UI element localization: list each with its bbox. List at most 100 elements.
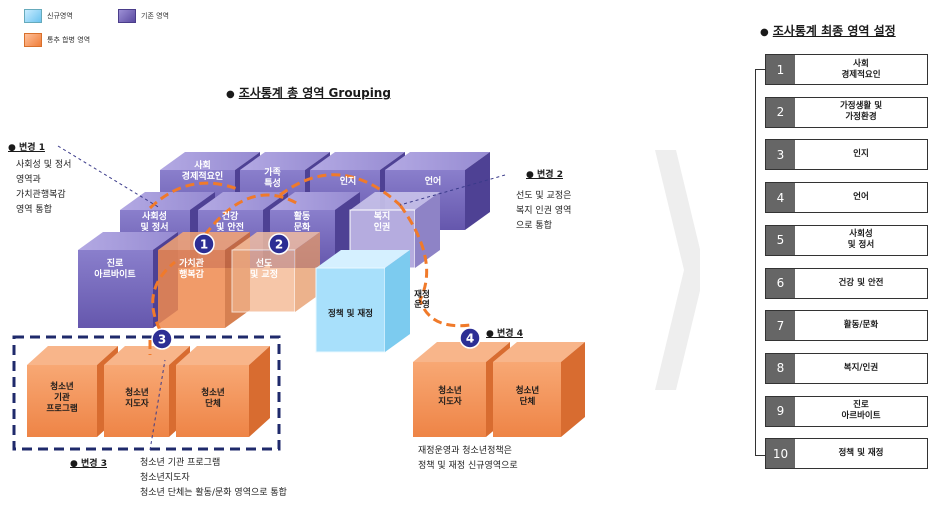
marker-label: 2 xyxy=(275,238,283,252)
right-title-text: 조사통계 최종 영역 설정 xyxy=(772,24,896,38)
final-area-number: 9 xyxy=(766,396,795,426)
marker-label: 1 xyxy=(200,238,208,252)
final-area-label: 복지/인권 xyxy=(843,362,879,373)
final-area-number: 4 xyxy=(766,183,795,213)
center-box-label: 조사 영역 xyxy=(708,238,748,272)
final-area-label: 건강 및 안전 xyxy=(838,277,884,288)
cube-label: 청소년 단체 xyxy=(201,388,225,409)
final-area-number: 3 xyxy=(766,140,795,170)
change1-title-text: 변경 1 xyxy=(19,143,45,153)
final-area-row: 1 사회 경제적요인 xyxy=(765,54,928,85)
final-area-label: 진로 아르바이트 xyxy=(841,400,881,422)
legend-swatch-merged xyxy=(24,33,42,47)
final-area-row: 10 정책 및 재정 xyxy=(765,438,928,470)
flow-arrows xyxy=(148,173,471,355)
final-area-row: 5 사회성 및 정서 xyxy=(765,224,928,256)
new-cube xyxy=(315,250,410,353)
cube-label: 건강 및 안전 xyxy=(216,212,244,233)
change2-title: ● 변경 2 xyxy=(526,170,563,180)
change3-text: 청소년 기관 프로그램 청소년지도자 청소년 단체는 활동/문화 영역으로 통합 xyxy=(140,456,287,501)
change1-line: 사회성 및 정서 xyxy=(16,160,72,170)
final-area-number: 7 xyxy=(766,311,795,341)
final-area-row: 7 활동/문화 xyxy=(765,310,928,342)
legend-existing: 기존 영역 xyxy=(118,9,169,23)
final-area-number: 5 xyxy=(766,225,795,255)
change1-text: 사회성 및 정서 영역과 가치관행복감 영역 통합 xyxy=(16,158,71,218)
change3-line: 청소년 기관 프로그램 xyxy=(140,458,221,468)
cube-label: 가족 특성 xyxy=(264,168,281,189)
legend-new: 신규영역 xyxy=(24,9,73,23)
legend-label: 통추 합병 영역 xyxy=(47,36,91,44)
marker-label: 4 xyxy=(466,332,474,346)
legend-label: 기존 영역 xyxy=(141,12,169,20)
final-area-row: 2 가정생활 및 가정환경 xyxy=(765,96,928,128)
final-area-label: 언어 xyxy=(853,192,869,203)
grouping-diagram: 1 2 3 4 xyxy=(12,145,700,451)
cube-label: 청소년 단체 xyxy=(515,386,540,407)
cube-label: 청소년 지도자 xyxy=(125,388,149,409)
cube-label: 가치관 행복감 xyxy=(179,259,204,280)
final-area-label: 정책 및 재정 xyxy=(838,448,884,459)
final-area-label: 가정생활 및 가정환경 xyxy=(839,101,883,123)
final-area-label: 사회성 및 정서 xyxy=(847,229,875,251)
final-area-label: 사회 경제적요인 xyxy=(841,58,881,80)
final-area-number: 1 xyxy=(766,55,795,84)
orange-left-cubes xyxy=(27,346,270,437)
change4-line: 재정운영과 청소년정책은 xyxy=(418,446,512,456)
cube-label: 진로 아르바이트 xyxy=(94,259,136,280)
final-area-number: 2 xyxy=(766,97,795,127)
marker-2: 2 xyxy=(268,233,290,255)
right-title: ●조사통계 최종 영역 설정 xyxy=(760,24,896,38)
final-area-row: 4 언어 xyxy=(765,182,928,214)
change2-line: 복지 인권 영역 xyxy=(516,206,572,216)
legend-label: 신규영역 xyxy=(47,12,73,20)
side-label: 재정 운영 xyxy=(414,290,430,310)
cube-label: 청소년 지도자 xyxy=(438,386,462,407)
change4-line: 정책 및 재정 신규영역으로 xyxy=(418,461,518,471)
change1-line: 영역 통합 xyxy=(16,205,52,215)
chevron-arrow-icon xyxy=(655,150,700,390)
legend-swatch-existing xyxy=(118,9,136,23)
cube-label: 복지 인권 xyxy=(373,212,391,233)
change3-title-text: 변경 3 xyxy=(81,459,107,469)
change1-line: 영역과 xyxy=(16,175,41,185)
cube-label: 활동 문화 xyxy=(293,212,311,233)
center-box-line: 조사 xyxy=(718,241,738,252)
legend-merged: 통추 합병 영역 xyxy=(24,33,90,47)
change3-title: ● 변경 3 xyxy=(70,459,107,469)
change2-text: 선도 및 교정은 복지 인권 영역 으로 통합 xyxy=(516,189,571,234)
final-area-number: 10 xyxy=(766,439,795,469)
marker-4: 4 xyxy=(459,327,481,349)
change2-line: 으로 통합 xyxy=(516,221,552,231)
final-area-row: 3 인지 xyxy=(765,139,928,171)
center-box-line: 영역 xyxy=(718,258,738,269)
final-area-label: 인지 xyxy=(853,149,869,160)
final-area-label: 활동/문화 xyxy=(843,320,879,331)
marker-1: 1 xyxy=(193,233,215,255)
left-title: ●조사통계 총 영역 Grouping xyxy=(226,86,391,100)
cube-label: 청소년 기관 프로그램 xyxy=(46,382,78,414)
legend-swatch-new xyxy=(24,9,42,23)
change1-line: 가치관행복감 xyxy=(16,190,66,200)
final-area-number: 6 xyxy=(766,268,795,298)
change3-line: 청소년 단체는 활동/문화 영역으로 통합 xyxy=(140,488,287,498)
final-area-row: 6 건강 및 안전 xyxy=(765,267,928,299)
change2-line: 선도 및 교정은 xyxy=(516,191,572,201)
left-title-text: 조사통계 총 영역 Grouping xyxy=(238,86,391,100)
orange-right-cubes xyxy=(413,342,585,437)
change3-line: 청소년지도자 xyxy=(140,473,190,483)
cube-label: 사회 경제적요인 xyxy=(181,161,224,182)
pointer-lines xyxy=(57,145,506,451)
change1-title: ● 변경 1 xyxy=(8,143,45,153)
new-cube-label: 정책 및 재정 xyxy=(327,309,374,319)
cube-label: 선도 및 교정 xyxy=(250,259,278,280)
cube-label: 언어 xyxy=(424,177,442,187)
marker-label: 3 xyxy=(158,333,166,347)
final-area-row: 9 진로 아르바이트 xyxy=(765,395,928,427)
change4-title: ● 변경 4 xyxy=(486,329,523,339)
cube-label: 인지 xyxy=(339,177,357,187)
cube-label: 사회성 및 정서 xyxy=(140,212,169,233)
change4-title-text: 변경 4 xyxy=(497,329,523,339)
bracket xyxy=(755,69,765,456)
